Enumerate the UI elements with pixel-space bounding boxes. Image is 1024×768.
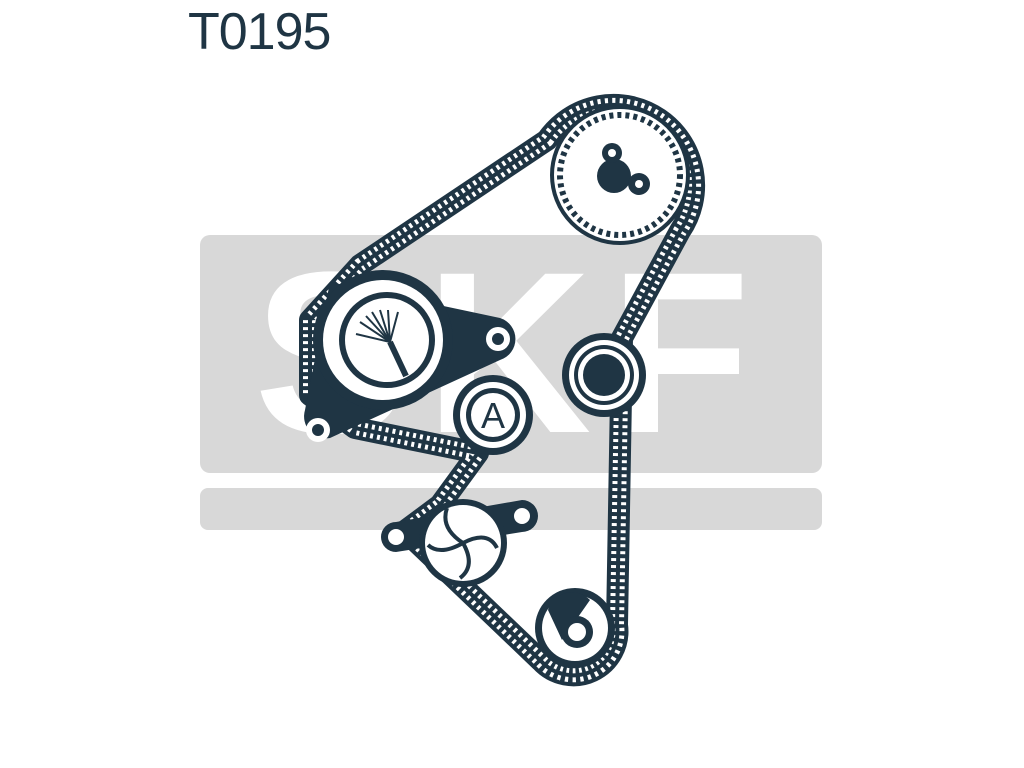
camshaft-sprocket: [550, 105, 690, 245]
tensioner-pulley: [304, 270, 516, 442]
impeller-icon: [426, 507, 499, 580]
spring-icon: [355, 309, 409, 378]
crankshaft-sprocket: [535, 588, 615, 668]
idler-pulley-right: [562, 333, 646, 417]
water-pump: [381, 499, 538, 587]
sprocket-hub-icon: [597, 143, 650, 195]
part-number-title: T0195: [188, 3, 331, 61]
brand-logo-watermark: SKF: [200, 224, 822, 530]
pulley-label-a: A: [481, 395, 505, 436]
idler-pulley-a: A: [453, 375, 533, 455]
timing-belt: [299, 94, 705, 687]
